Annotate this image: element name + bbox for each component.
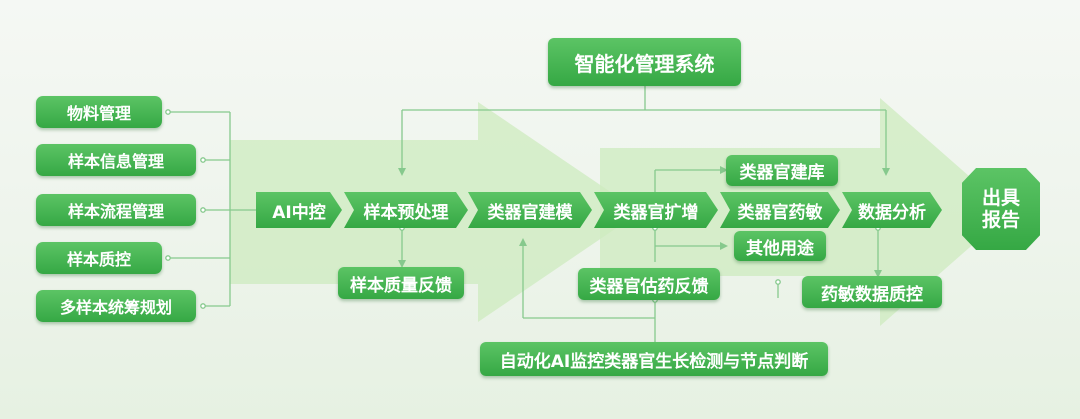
report-line-2: 报告 xyxy=(981,209,1020,231)
input-box: 样本信息管理 xyxy=(36,144,196,176)
input-box: 物料管理 xyxy=(36,96,162,128)
pipeline-step: 类器官扩增 xyxy=(594,192,718,228)
pipeline-step: 样本预处理 xyxy=(344,192,468,228)
connector-dot xyxy=(165,109,171,115)
pipeline-step: AI中控 xyxy=(256,192,342,228)
arrowhead xyxy=(882,168,890,176)
sample-feedback-box: 样本质量反馈 xyxy=(338,267,464,299)
monitor-box: 自动化AI监控类器官生长检测与节点判断 xyxy=(480,342,828,376)
system-title-box: 智能化管理系统 xyxy=(548,38,741,86)
connector-dot xyxy=(775,279,781,285)
report-box: 出具 报告 xyxy=(962,168,1040,250)
report-line-1: 出具 xyxy=(981,187,1020,209)
data-qc-box: 药敏数据质控 xyxy=(802,276,942,308)
input-box: 多样本统筹规划 xyxy=(36,290,196,322)
arrowhead xyxy=(720,166,728,174)
other-use-box: 其他用途 xyxy=(734,231,826,261)
input-box: 样本流程管理 xyxy=(36,194,196,226)
connector-dot xyxy=(200,303,206,309)
drug-feedback-box: 类器官估药反馈 xyxy=(578,268,720,300)
arrowhead xyxy=(874,270,882,278)
pipeline-step: 数据分析 xyxy=(842,192,942,228)
biobank-box: 类器官建库 xyxy=(726,155,838,186)
connector-dot xyxy=(165,255,171,261)
connector-dot xyxy=(200,207,206,213)
arrowhead xyxy=(519,238,527,246)
arrowhead xyxy=(398,260,406,268)
arrowhead xyxy=(720,242,728,250)
input-box: 样本质控 xyxy=(36,242,162,274)
pipeline-step: 类器官建模 xyxy=(468,192,592,228)
connector-dot xyxy=(200,157,206,163)
pipeline-step: 类器官药敏 xyxy=(720,192,840,228)
arrowhead xyxy=(398,168,406,176)
